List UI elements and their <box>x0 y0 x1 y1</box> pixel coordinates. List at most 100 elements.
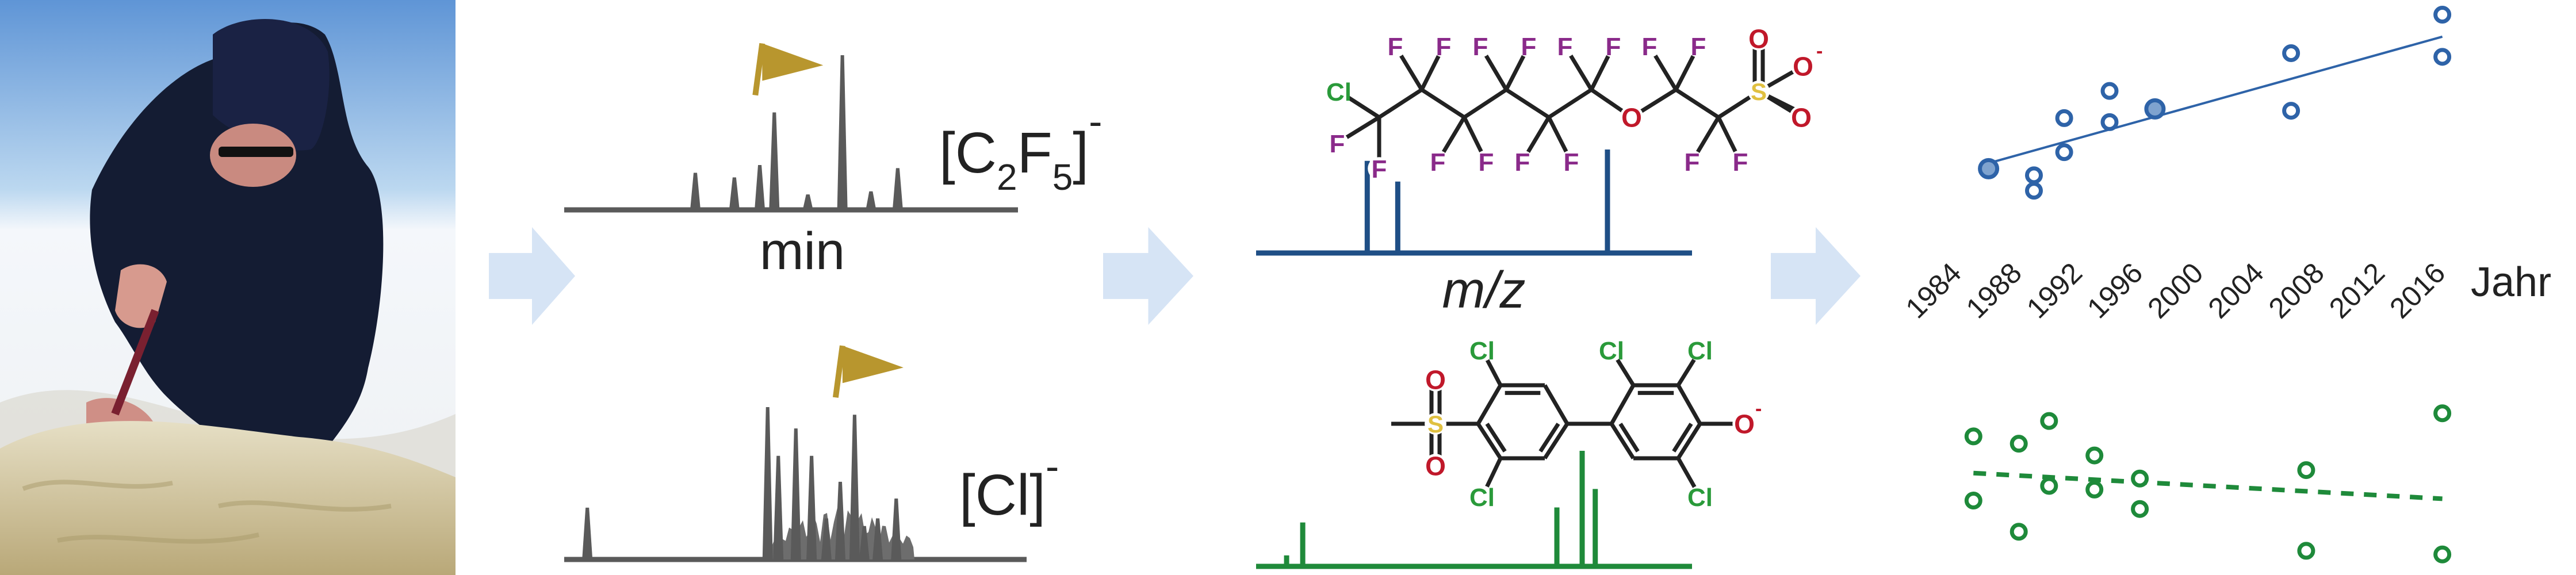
charge-label: - <box>1816 40 1823 62</box>
atom-bg <box>1791 54 1815 78</box>
x-axis-label-mz: m/z <box>1442 262 1526 319</box>
bond <box>1542 384 1570 425</box>
atom-bg <box>1553 34 1576 57</box>
bond <box>1485 423 1507 453</box>
data-point-green <box>2297 542 2315 560</box>
bond <box>1676 384 1702 425</box>
atom-label: F <box>1521 33 1537 61</box>
atom-bg <box>1423 367 1448 392</box>
data-point-blue <box>2433 48 2452 66</box>
arrows <box>489 227 1861 325</box>
bond <box>1421 88 1465 119</box>
atom-bg <box>1368 157 1391 180</box>
mass-spectrum-bottom <box>1256 451 1692 569</box>
chromatogram-peak <box>872 518 883 559</box>
data-point-green <box>2433 404 2452 423</box>
x-tick-label: 2008 <box>2263 256 2330 324</box>
chromatogram-peak <box>582 507 593 559</box>
chromatogram-peak <box>806 455 817 559</box>
chromatogram-top <box>564 43 1018 213</box>
atom-bg <box>1560 150 1583 173</box>
atom-label: Cl <box>1469 337 1495 365</box>
atom-bg <box>1517 34 1540 57</box>
data-point-blue <box>1978 158 2000 179</box>
atom-label: F <box>1388 33 1403 61</box>
data-point-green <box>2297 461 2315 480</box>
chromatogram-peak <box>729 177 740 210</box>
atom-bg <box>1747 26 1771 51</box>
x-tick-label: 1992 <box>2020 256 2088 324</box>
x-tick-label: 2000 <box>2141 256 2209 324</box>
data-point-blue <box>2025 166 2043 185</box>
data-point-green <box>1964 492 1982 510</box>
bond <box>1505 88 1550 119</box>
flag-icon <box>842 346 904 384</box>
arrow-right-icon <box>1771 227 1861 325</box>
bond <box>1672 423 1693 453</box>
atom-bg <box>1600 339 1623 362</box>
atom-label: F <box>1473 33 1488 61</box>
ion-label-c2f5: [C2F5]- <box>939 99 1102 198</box>
data-point-blue <box>2055 109 2073 127</box>
data-point-blue <box>2100 82 2119 100</box>
atom-label: O <box>1748 24 1769 54</box>
atom-bg <box>1384 34 1407 57</box>
atom-bg <box>1511 150 1534 173</box>
data-point-blue <box>2100 113 2119 131</box>
atom-label: F <box>1430 148 1446 177</box>
ion-label-part: 2 <box>997 156 1017 198</box>
bond <box>1676 423 1702 459</box>
field-photo <box>0 0 456 575</box>
atom-bg <box>1689 485 1712 508</box>
bond <box>1543 423 1569 459</box>
ion-label-cl: [Cl]- <box>959 444 1059 527</box>
atom-bg <box>1471 339 1494 362</box>
bond <box>1463 88 1507 119</box>
spectra: m/z <box>1256 150 1692 569</box>
atom-bg <box>1687 34 1710 57</box>
data-point-blue <box>2282 44 2301 62</box>
atom-label: S <box>1427 411 1444 438</box>
bond <box>1675 88 1720 119</box>
chromatogram-peak <box>690 172 701 210</box>
atom-label: F <box>1564 148 1579 177</box>
bond <box>1476 384 1503 425</box>
atom-bg <box>1789 105 1813 129</box>
atom-bg <box>1602 34 1625 57</box>
atom-bg <box>1471 485 1494 508</box>
atom-label: O <box>1425 451 1446 481</box>
atom-bg <box>1681 150 1704 173</box>
mass-spectrum-top <box>1256 150 1692 256</box>
ion-label-part: [Cl] <box>959 463 1046 527</box>
x-axis-label-min: min <box>760 222 845 281</box>
atom-label: F <box>1557 33 1573 61</box>
x-axis-title: Jahr <box>2471 259 2551 305</box>
chromatogram-peak <box>773 455 784 559</box>
atom-bg <box>1732 412 1756 436</box>
data-point-green <box>2009 523 2028 541</box>
atom-label: O <box>1734 409 1755 439</box>
data-point-green <box>2040 412 2058 430</box>
atom-label: Cl <box>1469 484 1495 512</box>
data-point-green <box>2009 435 2028 453</box>
x-tick-label: 1996 <box>2081 256 2149 324</box>
charge-label: - <box>1755 398 1762 420</box>
atom-label: F <box>1479 148 1494 177</box>
atom-label: F <box>1606 33 1621 61</box>
data-point-green <box>2085 446 2104 465</box>
ion-label-part: - <box>1046 444 1059 489</box>
atom-label: F <box>1685 148 1700 177</box>
data-point-green <box>2433 545 2452 564</box>
bond <box>1610 423 1635 459</box>
atom-label: Cl <box>1687 484 1713 512</box>
bond <box>1476 423 1502 459</box>
data-point-green <box>2131 469 2149 488</box>
atom-label: F <box>1436 33 1452 61</box>
x-tick-label: 2012 <box>2323 256 2391 324</box>
atom-bg <box>1475 150 1498 173</box>
chromatogram-peak <box>790 428 801 559</box>
atom-label: O <box>1793 52 1813 82</box>
atom-label: F <box>1515 148 1530 177</box>
